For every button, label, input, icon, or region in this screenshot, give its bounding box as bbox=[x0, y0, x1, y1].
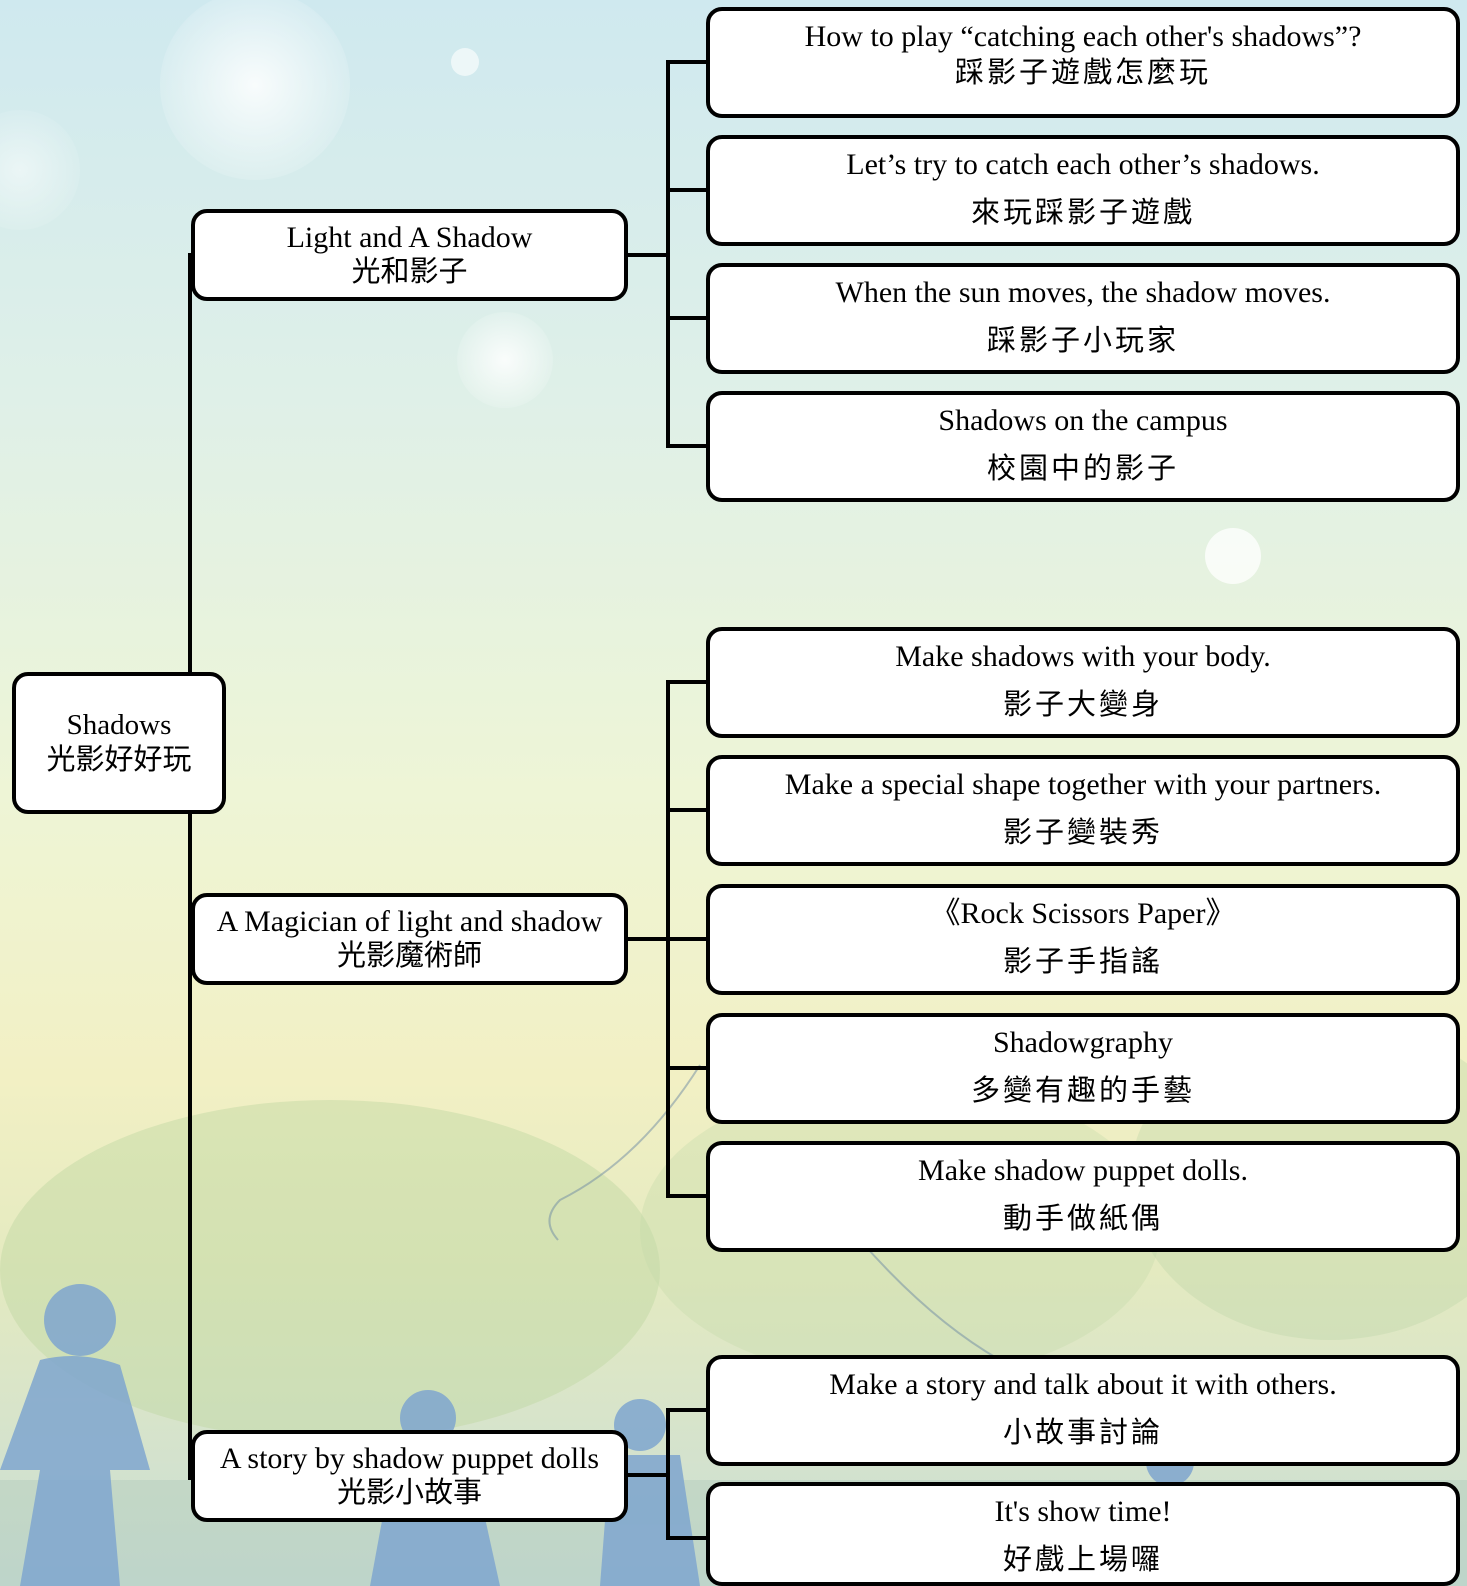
leaf-title-en: It's show time! bbox=[994, 1495, 1172, 1528]
leaf-title-en: Shadows on the campus bbox=[938, 404, 1228, 437]
leaf-node: Shadows on the campus 校園中的影子 bbox=[706, 391, 1460, 502]
leaf-title-en: Make a story and talk about it with othe… bbox=[829, 1368, 1337, 1401]
leaf-title-en: How to play “catching each other's shado… bbox=[804, 20, 1362, 53]
kite-string bbox=[548, 1064, 701, 1241]
branch-title-zh: 光影小故事 bbox=[336, 1477, 482, 1509]
branch-title-en: A Magician of light and shadow bbox=[216, 905, 603, 938]
bokeh-light bbox=[451, 48, 479, 76]
leaf-title-en: When the sun moves, the shadow moves. bbox=[835, 276, 1331, 309]
leaf-title-en: Let’s try to catch each other’s shadows. bbox=[846, 148, 1320, 181]
leaf-node: Make a story and talk about it with othe… bbox=[706, 1355, 1460, 1466]
leaf-title-en: Make shadows with your body. bbox=[895, 640, 1271, 673]
leaf-node: Shadowgraphy 多變有趣的手藝 bbox=[706, 1013, 1460, 1124]
bokeh-light bbox=[0, 110, 80, 230]
leaf-node: Make shadow puppet dolls. 動手做紙偶 bbox=[706, 1141, 1460, 1252]
leaf-node: 《Rock Scissors Paper》 影子手指謠 bbox=[706, 884, 1460, 995]
root-node: Shadows 光影好好玩 bbox=[12, 672, 226, 814]
branch-node-magician: A Magician of light and shadow 光影魔術師 bbox=[191, 893, 628, 985]
leaf-title-zh: 小故事討論 bbox=[1002, 1417, 1163, 1449]
leaf-node: Let’s try to catch each other’s shadows.… bbox=[706, 135, 1460, 246]
leaf-title-en: Make a special shape together with your … bbox=[784, 768, 1382, 801]
leaf-node: Make shadows with your body. 影子大變身 bbox=[706, 627, 1460, 738]
tree-silhouette bbox=[0, 1100, 660, 1440]
leaf-title-zh: 影子大變身 bbox=[1002, 689, 1163, 721]
leaf-title-zh: 好戲上場囉 bbox=[1002, 1544, 1163, 1576]
leaf-title-en: Shadowgraphy bbox=[993, 1026, 1173, 1059]
leaf-title-zh: 踩影子小玩家 bbox=[986, 325, 1179, 357]
leaf-title-zh: 來玩踩影子遊戲 bbox=[970, 197, 1195, 229]
branch-title-en: Light and A Shadow bbox=[286, 221, 533, 254]
branch-title-zh: 光和影子 bbox=[351, 256, 468, 288]
root-title-zh: 光影好好玩 bbox=[46, 744, 192, 776]
leaf-title-zh: 多變有趣的手藝 bbox=[970, 1075, 1195, 1107]
leaf-title-zh: 動手做紙偶 bbox=[1002, 1203, 1163, 1235]
branch-node-story: A story by shadow puppet dolls 光影小故事 bbox=[191, 1430, 628, 1522]
leaf-title-zh: 校園中的影子 bbox=[986, 453, 1179, 485]
leaf-node: Make a special shape together with your … bbox=[706, 755, 1460, 866]
kite-string bbox=[859, 1239, 1001, 1361]
leaf-node: When the sun moves, the shadow moves. 踩影… bbox=[706, 263, 1460, 374]
leaf-node: How to play “catching each other's shado… bbox=[706, 7, 1460, 118]
leaf-title-zh: 影子手指謠 bbox=[1002, 946, 1163, 978]
bokeh-light bbox=[457, 312, 553, 408]
leaf-node: It's show time! 好戲上場囉 bbox=[706, 1482, 1460, 1586]
branch-title-zh: 光影魔術師 bbox=[336, 940, 482, 972]
branch-title-en: A story by shadow puppet dolls bbox=[219, 1442, 600, 1475]
root-title-en: Shadows bbox=[66, 709, 172, 741]
leaf-title-zh: 影子變裝秀 bbox=[1002, 817, 1163, 849]
leaf-title-en: Make shadow puppet dolls. bbox=[918, 1154, 1248, 1187]
bokeh-light bbox=[160, 0, 350, 180]
bokeh-light bbox=[1205, 528, 1261, 584]
leaf-title-zh: 踩影子遊戲怎麼玩 bbox=[954, 57, 1211, 89]
leaf-title-en: 《Rock Scissors Paper》 bbox=[930, 897, 1236, 930]
branch-node-light-and-shadow: Light and A Shadow 光和影子 bbox=[191, 209, 628, 301]
